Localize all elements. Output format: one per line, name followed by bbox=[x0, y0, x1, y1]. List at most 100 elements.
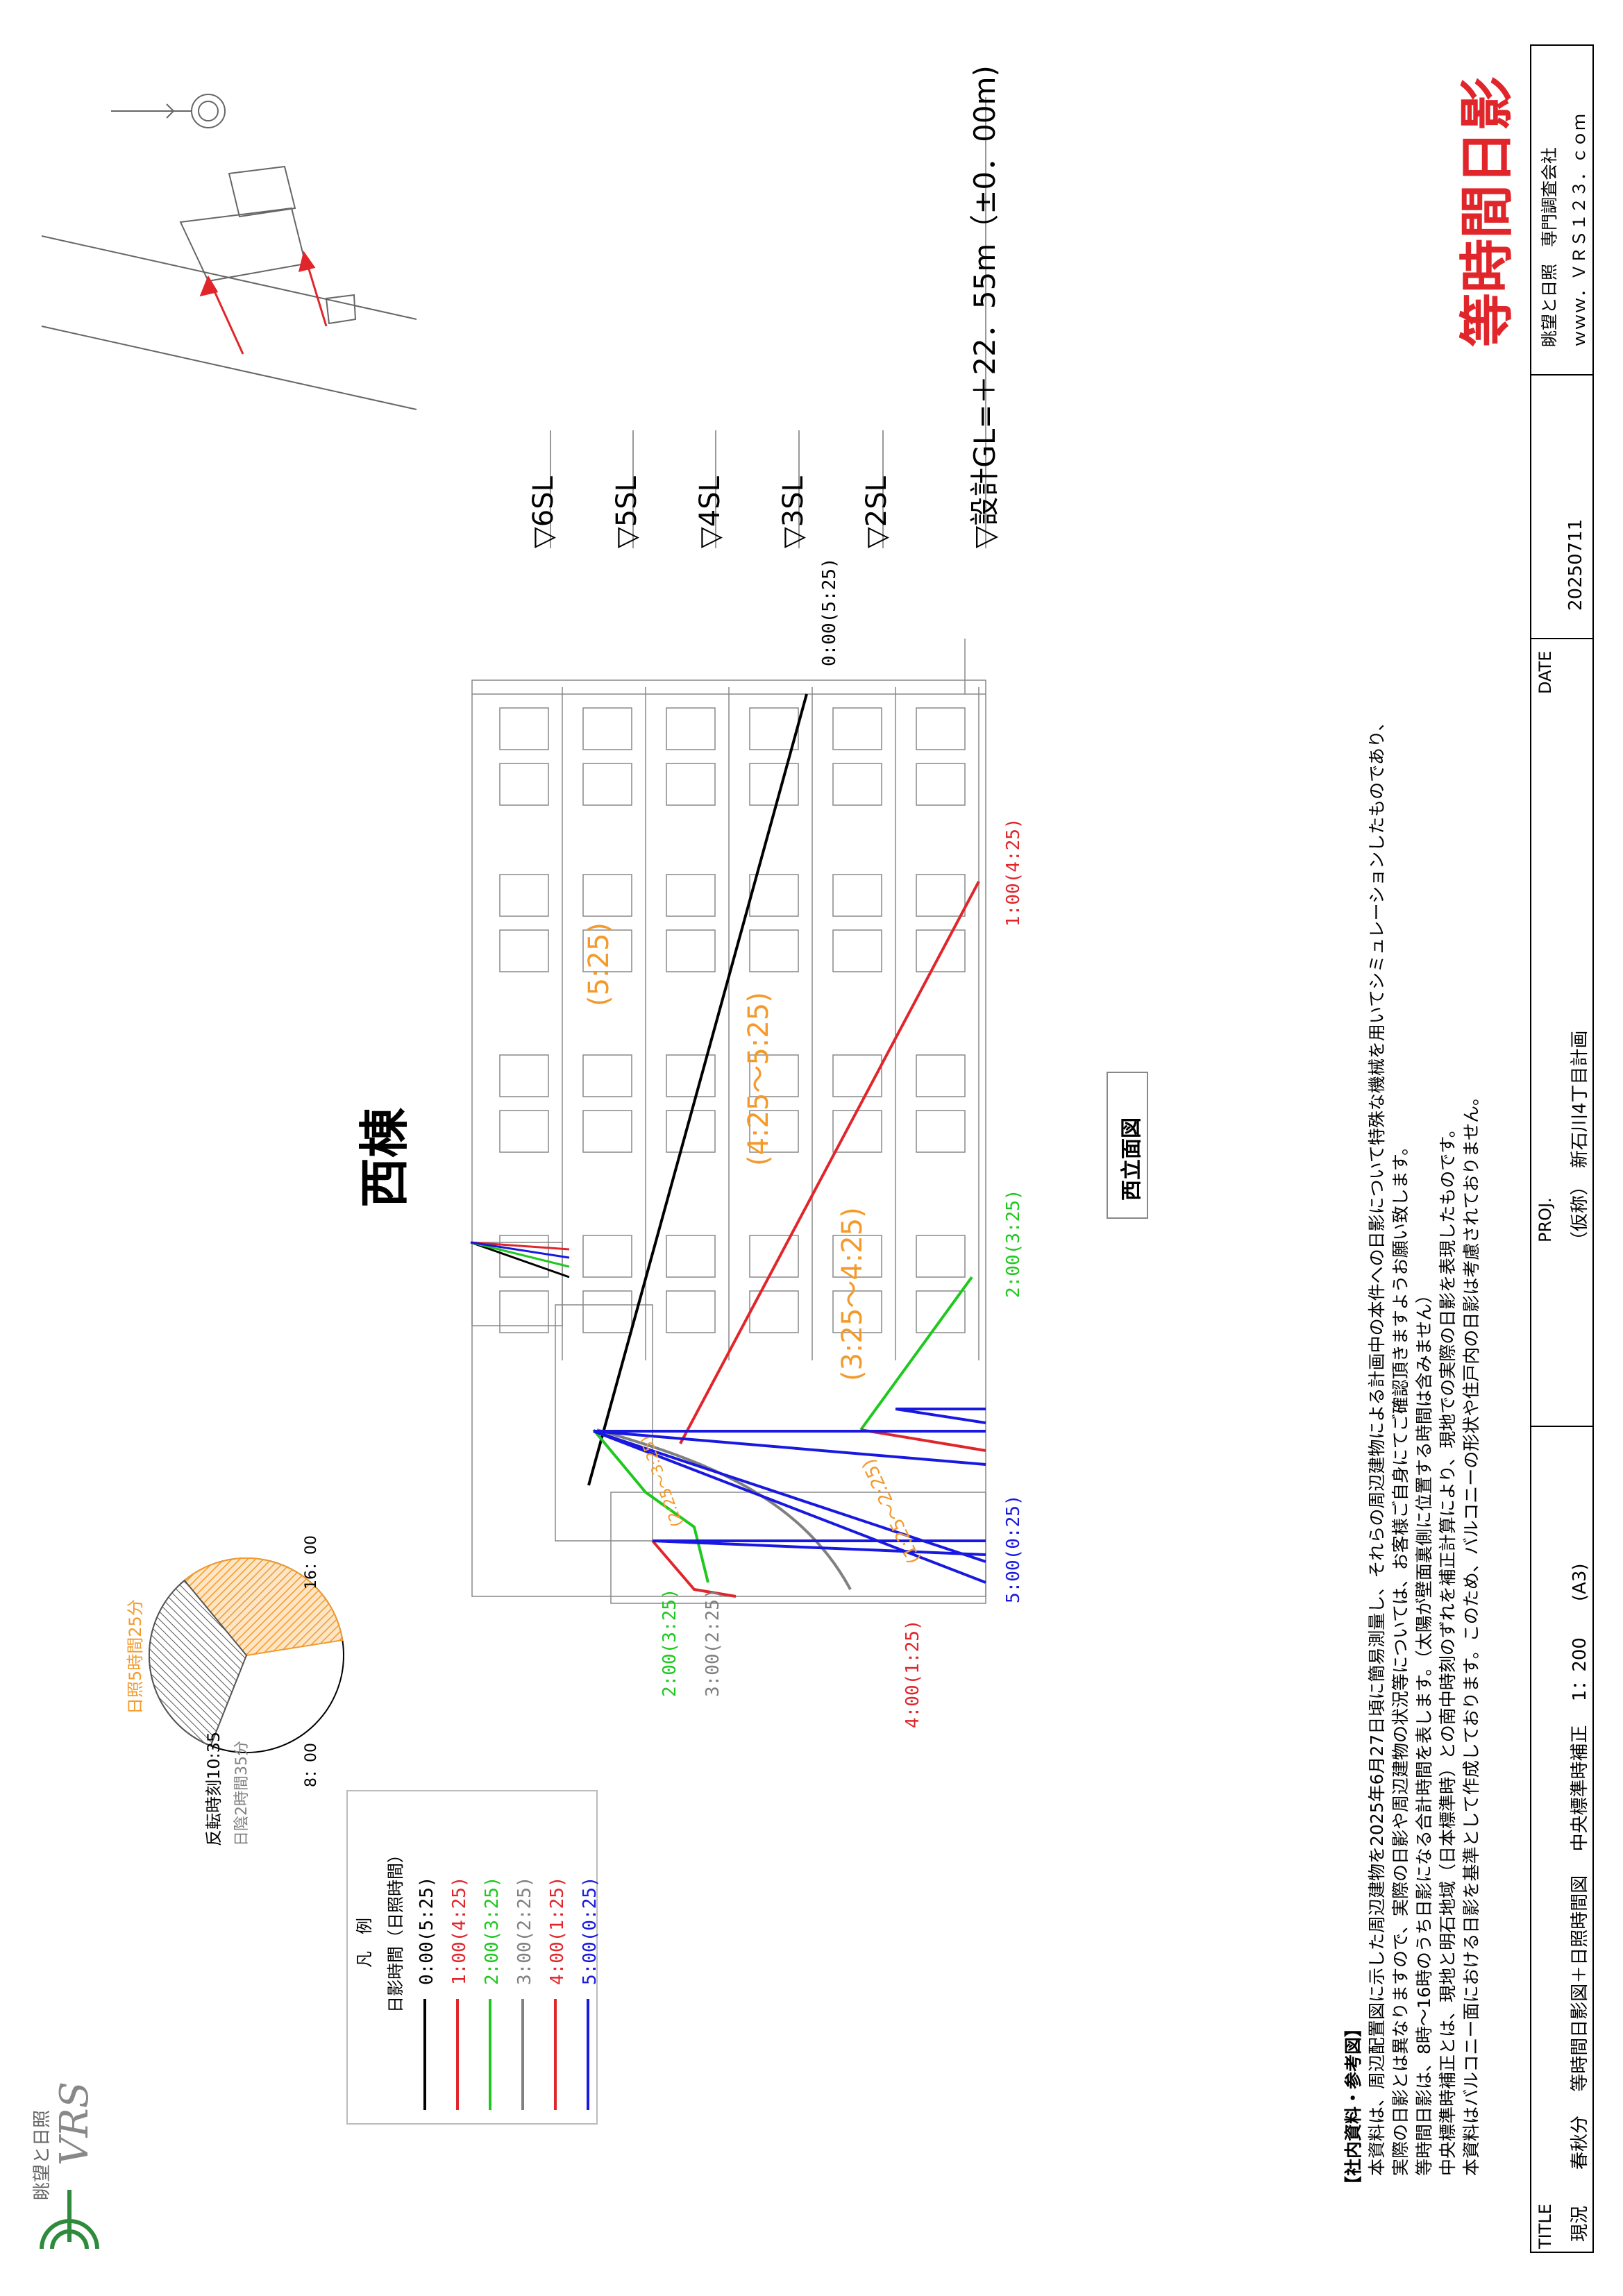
site-plan bbox=[41, 94, 417, 410]
title-block-date-label: DATE bbox=[1536, 650, 1555, 694]
level-lines bbox=[550, 97, 986, 548]
sun-chart-end-time: 16：00 bbox=[303, 1535, 320, 1589]
sun-chart-shade-wedge bbox=[149, 1579, 248, 1747]
legend-box bbox=[346, 1790, 598, 2125]
window-0-4 bbox=[499, 1054, 549, 1097]
site-arrow-2-head bbox=[298, 251, 316, 273]
notes-line-2: 実際の日影とは異なりますので、実際の日影や周辺建物の状況等については、お客様ご自… bbox=[1390, 1138, 1411, 2176]
legend-title: 凡 例 bbox=[355, 1918, 374, 1968]
shadow-lines bbox=[470, 693, 986, 1598]
line-label-4h: 4:00(1:25) bbox=[902, 1619, 923, 1728]
lower-annex bbox=[610, 1492, 986, 1604]
north-arrow-tip bbox=[166, 103, 175, 119]
sun-chart-sunlight-wedge bbox=[183, 1558, 344, 1657]
title-block-date-value: 20250711 bbox=[1565, 518, 1586, 611]
view-label-box bbox=[1107, 1072, 1148, 1219]
level-label-2sl: ▽2SL bbox=[861, 476, 893, 548]
view-label: 西立面図 bbox=[1120, 1117, 1144, 1201]
legend-item-2: 2:00(3:25) bbox=[482, 1876, 503, 1985]
vrs-logo-icon bbox=[40, 2190, 99, 2249]
window-1-6 bbox=[582, 1235, 632, 1278]
window-0-0 bbox=[499, 707, 549, 750]
zone-label-3-25-4-25: (3:25～4:25) bbox=[836, 1207, 868, 1381]
notes-line-4: 中央標準時補正とは、現地と明石地域（日本標準時）との南中時刻のずれを補正計算によ… bbox=[1438, 1120, 1458, 2176]
window-5-1 bbox=[916, 763, 966, 806]
shadow-line-2h-lower bbox=[592, 1428, 709, 1583]
window-3-5 bbox=[749, 1110, 799, 1153]
main-title-text: 等時間日影 bbox=[1456, 76, 1519, 347]
window-3-6 bbox=[749, 1235, 799, 1278]
notes-line-1: 本資料は、周辺配置図に示した周辺建物を2025年6月27日頃に簡易測量し、それら… bbox=[1367, 714, 1387, 2176]
sun-chart-shade-label: 日陰2時間35分 bbox=[233, 1741, 251, 1846]
title-block-outer bbox=[1530, 44, 1594, 2253]
title-block-title-label: TITLE bbox=[1536, 2204, 1555, 2249]
legend-item-0: 0:00(5:25) bbox=[417, 1876, 437, 1985]
site-arrow-1-head bbox=[199, 275, 219, 297]
legend-item-4: 4:00(1:25) bbox=[547, 1876, 568, 1985]
title-block-website: ｗｗｗ．ＶＲＳ１２３．ｃｏｍ bbox=[1570, 114, 1589, 347]
title-block-proj-value: （仮称） 新石川4丁目計画 bbox=[1570, 1030, 1590, 1249]
title-block-frame bbox=[1530, 44, 1594, 2253]
window-3-0 bbox=[749, 707, 799, 750]
main-title: 等時間日影 bbox=[1444, 76, 1522, 347]
window-4-2 bbox=[832, 874, 882, 917]
window-4-4 bbox=[832, 1054, 882, 1097]
zone-label-5-25: (5:25) bbox=[583, 922, 615, 1006]
window-4-7 bbox=[832, 1290, 882, 1333]
site-road-line-1 bbox=[41, 326, 417, 410]
window-1-5 bbox=[582, 1110, 632, 1153]
window-2-2 bbox=[666, 874, 716, 917]
window-3-4 bbox=[749, 1054, 799, 1097]
window-0-1 bbox=[499, 763, 549, 806]
window-4-0 bbox=[832, 707, 882, 750]
window-3-2 bbox=[749, 874, 799, 917]
level-label-design-gl: ▽設計GL=＋22．55m（±0．00m) bbox=[968, 65, 1002, 548]
shadow-line-3h bbox=[596, 1428, 852, 1590]
notes-title: 【社内資料・参考図】 bbox=[1343, 2019, 1363, 2193]
window-1-7 bbox=[582, 1290, 632, 1333]
title-block-title-value: 現況 春秋分 等時間日影図＋日照時間図 中央標準時補正 1：200 (A3) bbox=[1570, 1563, 1590, 2242]
window-0-6 bbox=[499, 1235, 549, 1278]
shadow-fan-top bbox=[470, 1241, 570, 1278]
window-4-6 bbox=[832, 1235, 882, 1278]
window-1-0 bbox=[582, 707, 632, 750]
sun-chart-reversal-label: 反転時刻10:35 bbox=[204, 1731, 224, 1846]
shadow-line-4h bbox=[651, 1428, 986, 1598]
north-arrow-inner bbox=[198, 101, 219, 121]
window-4-5 bbox=[832, 1110, 882, 1153]
window-4-1 bbox=[832, 763, 882, 806]
window-2-1 bbox=[666, 763, 716, 806]
site-arrows bbox=[199, 251, 328, 355]
line-label-5h: 5:00(0:25) bbox=[1003, 1494, 1024, 1603]
line-label-2h-left: 2:00(3:25) bbox=[659, 1588, 680, 1697]
brand-logo-text: VRS bbox=[52, 2082, 97, 2166]
level-label-6sl: ▽6SL bbox=[528, 476, 560, 548]
window-3-1 bbox=[749, 763, 799, 806]
sun-chart bbox=[149, 1558, 344, 1753]
legend-item-3: 3:00(2:25) bbox=[514, 1876, 535, 1985]
window-0-5 bbox=[499, 1110, 549, 1153]
sun-chart-sunlight-label: 日照5時間25分 bbox=[126, 1599, 145, 1714]
window-5-6 bbox=[916, 1235, 966, 1278]
window-5-2 bbox=[916, 874, 966, 917]
notes-line-3: 等時間日影は、8時～16時のうち日影になる合計時間を表します。（太陽が壁面裏側に… bbox=[1414, 1286, 1434, 2176]
shadow-line-1h bbox=[679, 881, 980, 1444]
title-block-proj-label: PROJ. bbox=[1536, 1197, 1555, 1242]
notes-line-5: 本資料はバルコニー面における日影を基準として作成しております。このため、バルコニ… bbox=[1461, 1088, 1481, 2176]
window-5-7 bbox=[916, 1290, 966, 1333]
site-building-outline bbox=[179, 207, 307, 282]
line-label-3h: 3:00(2:25) bbox=[703, 1588, 723, 1697]
window-1-1 bbox=[582, 763, 632, 806]
zone-label-4-25-5-25: (4:25～5:25) bbox=[743, 992, 775, 1166]
window-2-3 bbox=[666, 929, 716, 972]
window-2-6 bbox=[666, 1235, 716, 1278]
window-4-3 bbox=[832, 929, 882, 972]
level-label-5sl: ▽5SL bbox=[611, 476, 643, 548]
line-label-1h: 1:00(4:25) bbox=[1003, 818, 1024, 927]
window-0-3 bbox=[499, 929, 549, 972]
line-label-2h-right: 2:00(3:25) bbox=[1003, 1189, 1024, 1298]
legend-swatches bbox=[423, 1999, 589, 2110]
level-label-4sl: ▽4SL bbox=[694, 476, 726, 548]
